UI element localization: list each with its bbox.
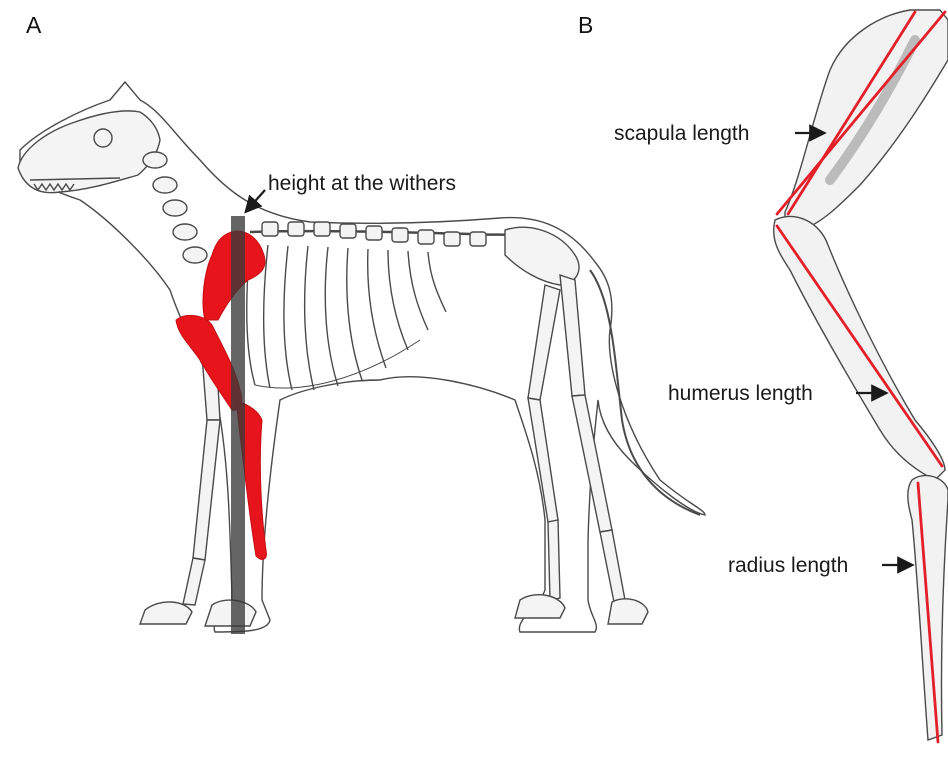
humerus-length-label: humerus length	[668, 382, 813, 406]
dog-skeleton	[18, 82, 705, 632]
pelvis	[505, 227, 579, 285]
withers-height-bar	[231, 216, 245, 634]
dorsal-vertebrae	[262, 222, 486, 246]
withers-height-label: height at the withers	[268, 172, 456, 196]
forelimb-highlight	[176, 231, 266, 559]
humerus-length-line	[777, 226, 942, 466]
neck-vertebrae	[143, 152, 207, 263]
radius-length-label: radius length	[728, 554, 848, 578]
hind-legs	[515, 275, 648, 624]
forelimb-bones	[774, 10, 948, 740]
withers-arrow	[250, 190, 265, 207]
rib-cage	[247, 245, 446, 390]
scapula-length-label: scapula length	[614, 122, 749, 146]
